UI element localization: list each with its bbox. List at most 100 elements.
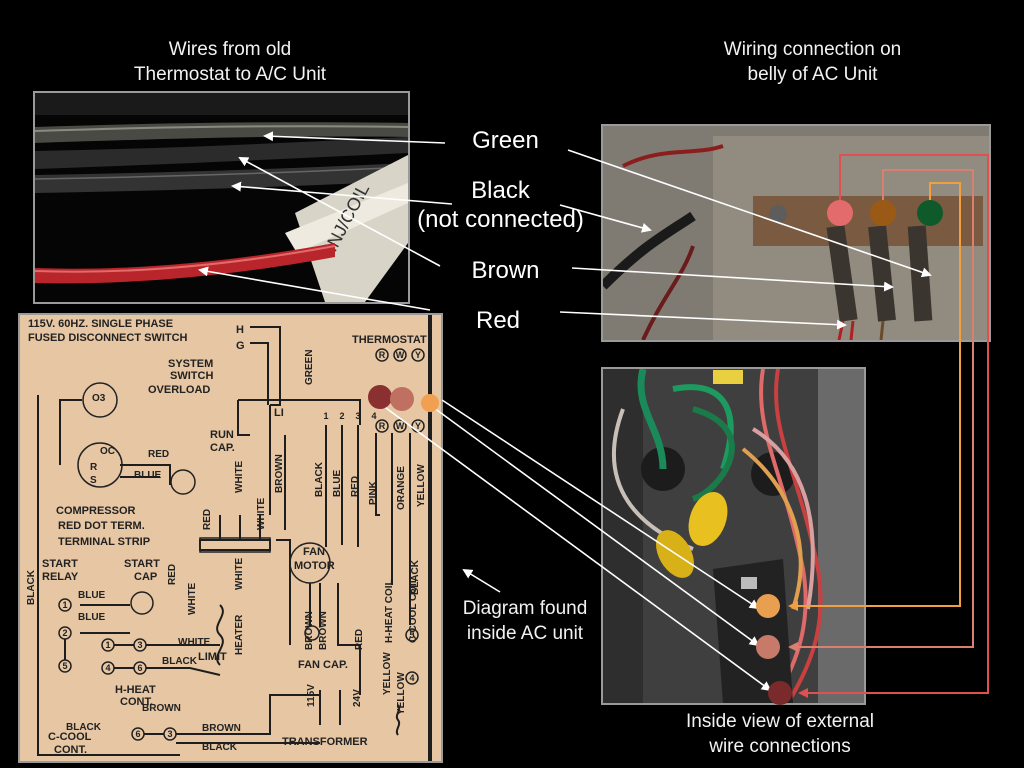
wire-label-blue: BLUE	[78, 612, 106, 623]
wire-label-red: RED	[350, 476, 361, 497]
system-switch-label: SYSTEM	[168, 358, 213, 370]
caption-line: inside AC unit	[466, 623, 584, 644]
h-heat-cont-label: H-HEAT	[115, 684, 156, 696]
label-red: Red	[475, 307, 521, 334]
label-black-line2: (not connected)	[417, 206, 584, 233]
system-switch-label: SWITCH	[170, 370, 213, 382]
wire-label-brown: BROWN	[142, 703, 181, 714]
v24-label: 24V	[352, 689, 363, 707]
wire-label-black: BLACK	[162, 656, 198, 667]
wire-label-white: WHITE	[178, 637, 211, 648]
label-brown: Brown	[471, 257, 540, 284]
thermo-bottom-w: W	[396, 421, 405, 431]
c-cool-cont-label: CONT.	[54, 744, 87, 756]
terminal-number: 4	[105, 663, 110, 673]
caption-line: Thermostat to A/C Unit	[133, 64, 327, 85]
terminal-number: 2	[62, 628, 67, 638]
wire-label-white: WHITE	[234, 557, 245, 590]
h-heat-cont-label: CONT.	[120, 696, 153, 708]
c-cool-cont-label: C-COOL	[48, 731, 92, 743]
caption-line: belly of AC Unit	[747, 64, 878, 85]
wire-label-black: BLACK	[410, 559, 421, 595]
terminal-number: 3	[167, 729, 172, 739]
thermo-top-r: R	[379, 350, 386, 360]
wire-label-blue: BLUE	[78, 590, 106, 601]
terminal-number: 1	[323, 411, 328, 421]
terminal-number: 5	[62, 661, 67, 671]
wire-label-orange: ORANGE	[396, 466, 407, 510]
caption-line: Inside view of external	[686, 711, 874, 732]
overload-label: OVERLOAD	[148, 384, 210, 396]
thermo-top-w: W	[396, 350, 405, 360]
wire-label-red: RED	[148, 449, 169, 460]
terminal-number: 2	[339, 411, 344, 421]
wire-label-yellow: YELLOW	[382, 652, 393, 695]
terminal-number: 5	[409, 630, 414, 640]
thermostat-label: THERMOSTAT	[352, 334, 427, 346]
wire-label-red: RED	[167, 564, 178, 585]
green-ground-label: GREEN	[304, 349, 315, 385]
terminal-number: 4	[371, 411, 376, 421]
caption-line: wire connections	[709, 736, 851, 757]
wire-label-red: RED	[202, 509, 213, 530]
caption-line: Diagram found	[462, 598, 588, 619]
terminal-number: 1	[105, 640, 110, 650]
caption-line: Wires from old	[168, 39, 292, 60]
schematic-art: 115V. 60HZ. SINGLE PHASE FUSED DISCONNEC…	[20, 315, 441, 761]
caption-line: Wiring connection on	[723, 39, 902, 60]
wire-label-black: BLACK	[314, 461, 325, 497]
wire-label-brown: BROWN	[304, 611, 315, 650]
run-cap-label: RUN	[210, 429, 234, 441]
inside-photo	[601, 367, 866, 705]
wire-label-yellow: YELLOW	[416, 464, 427, 507]
schematic-header-line1: 115V. 60HZ. SINGLE PHASE	[28, 318, 173, 330]
fan-cap-label: FAN CAP.	[298, 659, 348, 671]
belly-photo-caption: Wiring connection on belly of AC Unit	[680, 37, 945, 87]
start-cap-label: CAP	[134, 571, 157, 583]
terminal-number: 3	[137, 640, 142, 650]
terminal-number: 3	[355, 411, 360, 421]
start-cap-label: START	[124, 558, 160, 570]
fan-motor-label: FAN	[303, 546, 325, 558]
thermo-bottom-r: R	[379, 421, 386, 431]
g-terminal-label: G	[236, 340, 245, 352]
terminal-number: 1	[62, 600, 67, 610]
s-label: S	[90, 475, 97, 486]
compressor-label: COMPRESSOR	[56, 505, 136, 517]
wire-label-white: WHITE	[234, 460, 245, 493]
wire-label-pink: PINK	[368, 480, 379, 505]
run-cap-label: CAP.	[210, 442, 235, 454]
oc-label: OC	[100, 446, 115, 457]
wires-photo-caption: Wires from old Thermostat to A/C Unit	[95, 37, 365, 87]
wire-label-brown: BROWN	[274, 454, 285, 493]
diagram-note: Diagram found inside AC unit	[445, 596, 605, 646]
fan-motor-label: MOTOR	[294, 560, 335, 572]
belly-photo	[601, 124, 991, 342]
label-black-line1: Black	[471, 177, 530, 204]
label-green: Green	[472, 127, 539, 154]
h-heat-coil-label: H-HEAT COIL	[384, 579, 395, 643]
thermo-top-y: Y	[415, 350, 421, 360]
terminal-strip-label: TERMINAL STRIP	[58, 536, 150, 548]
wire-label-brown: BROWN	[318, 611, 329, 650]
wiring-schematic: 115V. 60HZ. SINGLE PHASE FUSED DISCONNEC…	[18, 313, 443, 763]
inside-photo-art	[603, 369, 864, 703]
wire-label-white: WHITE	[187, 582, 198, 615]
r-label: R	[90, 462, 98, 473]
wires-photo-art: INJ/COIL	[35, 93, 408, 302]
start-relay-label: START	[42, 558, 78, 570]
wire-label-black: BLACK	[202, 742, 238, 753]
limit-label: LIMIT	[198, 651, 227, 663]
h-terminal-label: H	[236, 324, 244, 336]
wire-label-blue: BLUE	[332, 469, 343, 497]
terminal-number: 6	[135, 729, 140, 739]
wire-label-red: RED	[354, 629, 365, 650]
wire-label-yellow: YELLOW	[396, 672, 407, 715]
belly-photo-art	[603, 126, 989, 340]
wire-label-black: BLACK	[66, 722, 102, 733]
wires-photo: INJ/COIL	[33, 91, 410, 304]
thermo-bottom-y: Y	[415, 421, 421, 431]
wire-label-black: BLACK	[26, 569, 37, 605]
start-relay-label: RELAY	[42, 571, 79, 583]
wire-label-brown: BROWN	[202, 723, 241, 734]
